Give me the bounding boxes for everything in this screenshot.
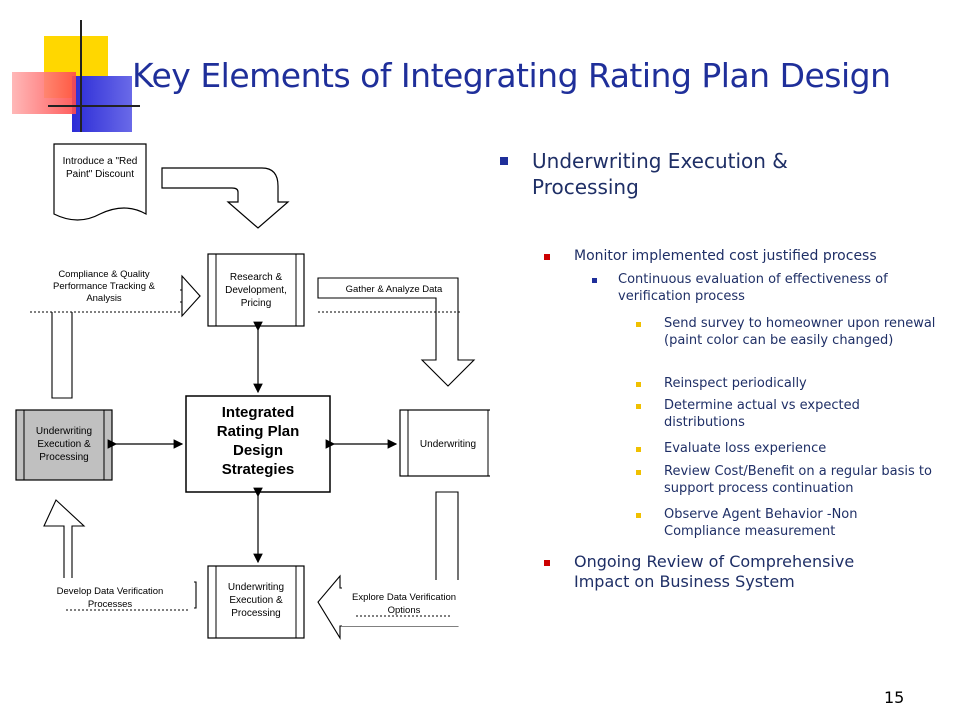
compliance-line3: Analysis bbox=[86, 293, 122, 304]
red-paint-note: Introduce a "Red Paint" Discount bbox=[53, 143, 147, 221]
list-item: Observe Agent Behavior -Non Compliance m… bbox=[636, 507, 936, 541]
bottom-execution-box: Underwriting Execution & Processing bbox=[207, 565, 305, 639]
research-line3: Pricing bbox=[241, 298, 272, 309]
compliance-line2: Performance Tracking & bbox=[53, 281, 156, 292]
center-line3: Design bbox=[233, 442, 283, 459]
left-line3: Processing bbox=[39, 452, 88, 463]
slide-number: 15 bbox=[884, 688, 905, 707]
research-box: Research & Development, Pricing bbox=[207, 253, 305, 327]
item-text-4: Review Cost/Benefit on a regular basis t… bbox=[664, 464, 932, 496]
gather-label: Gather & Analyze Data bbox=[346, 284, 443, 295]
list-item: Reinspect periodically bbox=[636, 376, 936, 393]
red-paint-note-line1: Introduce a "Red bbox=[63, 156, 138, 167]
explore-line2: Options bbox=[388, 605, 421, 616]
process-diagram: Introduce a "Red Paint" Discount Researc… bbox=[15, 143, 490, 640]
left-execution-box: Underwriting Execution & Processing bbox=[15, 409, 113, 481]
bullet-sub2: Ongoing Review of Comprehensive Impact o… bbox=[544, 552, 914, 592]
bullet-sub2-text: Ongoing Review of Comprehensive Impact o… bbox=[574, 552, 855, 591]
underwriting-box: Underwriting bbox=[399, 409, 490, 477]
center-line4: Strategies bbox=[222, 461, 295, 478]
bullet-sub1-child-text: Continuous evaluation of effectiveness o… bbox=[618, 272, 888, 304]
bottom-line1: Underwriting bbox=[228, 582, 284, 593]
left-line2: Execution & bbox=[37, 439, 91, 450]
left-line1: Underwriting bbox=[36, 426, 92, 437]
bottom-line2: Execution & bbox=[229, 595, 283, 606]
compliance-line1: Compliance & Quality bbox=[58, 269, 150, 280]
bullet-sub1-child: Continuous evaluation of effectiveness o… bbox=[592, 272, 922, 306]
item-text-2: Determine actual vs expected distributio… bbox=[664, 398, 860, 430]
center-line1: Integrated bbox=[222, 404, 295, 421]
bottom-line3: Processing bbox=[231, 608, 280, 619]
bullet-sub1-text: Monitor implemented cost justified proce… bbox=[574, 248, 877, 264]
red-paint-note-line2: Paint" Discount bbox=[66, 169, 134, 180]
research-line1: Research & bbox=[230, 272, 283, 283]
center-line2: Rating Plan bbox=[217, 423, 300, 440]
item-text-5: Observe Agent Behavior -Non Compliance m… bbox=[664, 507, 858, 539]
slide-title: Key Elements of Integrating Rating Plan … bbox=[132, 56, 891, 95]
list-item: Review Cost/Benefit on a regular basis t… bbox=[636, 464, 936, 498]
bent-arrow bbox=[161, 167, 290, 229]
list-item: Send survey to homeowner upon renewal (p… bbox=[636, 316, 936, 350]
develop-line2: Processes bbox=[88, 599, 133, 610]
explore-line1: Explore Data Verification bbox=[352, 592, 456, 603]
underwriting-label: Underwriting bbox=[420, 439, 476, 450]
list-item: Determine actual vs expected distributio… bbox=[636, 398, 936, 432]
center-box: Integrated Rating Plan Design Strategies bbox=[185, 395, 331, 493]
bullet-main-text: Underwriting Execution & Processing bbox=[532, 149, 788, 199]
bullet-sub1: Monitor implemented cost justified proce… bbox=[544, 248, 944, 266]
research-line2: Development, bbox=[225, 285, 287, 296]
item-text-0: Send survey to homeowner upon renewal (p… bbox=[664, 316, 936, 348]
item-text-1: Reinspect periodically bbox=[664, 376, 807, 391]
gather-arrow bbox=[317, 277, 476, 387]
list-item: Evaluate loss experience bbox=[636, 441, 936, 458]
bullet-main: Underwriting Execution & Processing bbox=[500, 148, 862, 200]
logo-decoration bbox=[0, 0, 140, 140]
item-text-3: Evaluate loss experience bbox=[664, 441, 827, 456]
develop-line1: Develop Data Verification bbox=[57, 586, 164, 597]
